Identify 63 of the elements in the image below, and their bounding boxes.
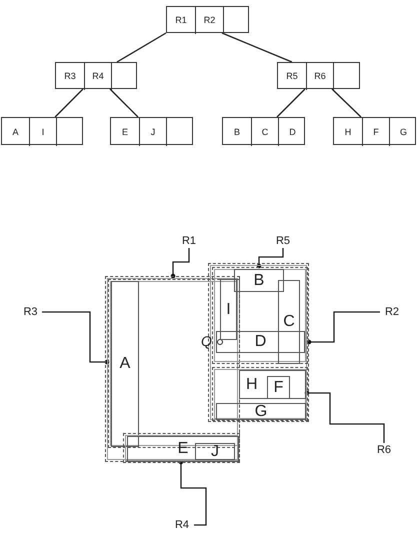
node-label: B — [254, 272, 264, 288]
tree-node — [55, 62, 137, 89]
node-label: R2 — [384, 306, 400, 318]
data-rectangle — [111, 281, 139, 447]
bounding-rectangle — [212, 267, 308, 364]
data-rectangle — [216, 403, 306, 420]
node-label: F — [373, 128, 379, 136]
data-rectangle — [195, 443, 235, 460]
tree-link — [54, 88, 84, 118]
tree-link — [116, 32, 166, 63]
leader-line — [256, 248, 284, 268]
node-label: A — [12, 128, 18, 136]
node-label: R5 — [286, 72, 298, 81]
tree-link — [110, 88, 138, 118]
data-rectangle — [278, 280, 300, 364]
leader-line — [306, 311, 380, 344]
node-label: F — [274, 380, 284, 396]
node-label: R6 — [314, 72, 326, 81]
node-label: H — [344, 128, 352, 136]
node-label: J — [211, 444, 219, 460]
node-label: J — [150, 128, 156, 136]
data-rectangle — [239, 370, 306, 399]
node-label: D — [254, 334, 266, 350]
node-label: R4 — [174, 520, 190, 530]
tree-node — [166, 6, 249, 33]
node-label: I — [42, 128, 44, 136]
leader-line — [170, 248, 190, 278]
node-label: R4 — [92, 72, 104, 81]
tree-node — [1, 117, 83, 145]
leader-line — [178, 460, 207, 526]
node-label: R1 — [175, 16, 187, 25]
node-label: G — [400, 128, 407, 136]
leader-line — [42, 311, 110, 364]
data-rectangle — [267, 376, 290, 399]
tree-link — [222, 32, 292, 63]
node-label: R1 — [182, 236, 196, 246]
node-label: D — [289, 128, 296, 136]
tree-node — [333, 117, 416, 145]
point-label: Q — [201, 334, 212, 348]
node-label: H — [246, 376, 258, 392]
bounding-rectangle — [212, 367, 308, 421]
tree-node — [222, 117, 305, 145]
node-label: I — [226, 302, 231, 318]
node-label: R2 — [204, 16, 216, 25]
data-rectangle — [216, 331, 305, 353]
node-label: R5 — [276, 236, 290, 246]
node-label: A — [120, 356, 130, 372]
leader-line — [304, 390, 385, 443]
tree-link — [276, 88, 306, 118]
node-label: R3 — [64, 72, 76, 81]
tree-node — [277, 62, 360, 89]
node-label: E — [178, 441, 188, 457]
node-label: E — [122, 128, 128, 136]
node-label: B — [234, 128, 240, 136]
tree-link — [332, 88, 362, 118]
node-label: C — [283, 314, 295, 330]
data-rectangle — [234, 269, 284, 292]
node-label: G — [254, 404, 268, 420]
data-rectangle — [220, 279, 237, 340]
node-label: R6 — [376, 444, 392, 456]
node-label: R3 — [23, 306, 38, 318]
tree-node — [110, 117, 193, 145]
node-label: C — [262, 128, 268, 136]
